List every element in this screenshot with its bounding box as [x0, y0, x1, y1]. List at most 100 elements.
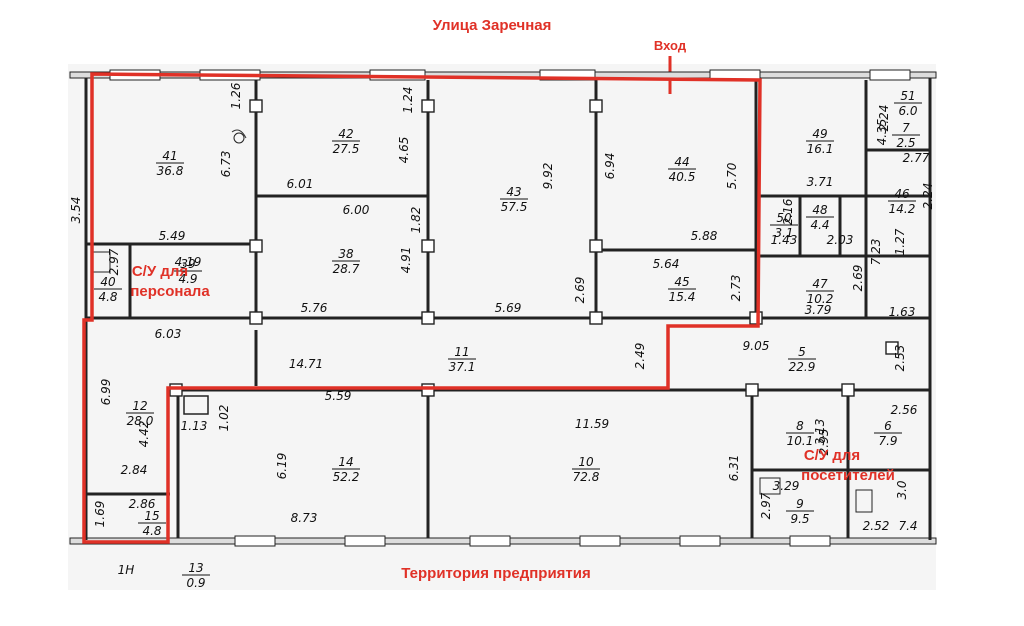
room-number: 41	[162, 149, 177, 163]
dimension-d42: 7.23	[869, 239, 883, 266]
dimension-d32: 11.59	[575, 417, 609, 431]
room-area: 52.2	[333, 470, 360, 484]
dimension-d6: 6.00	[343, 203, 370, 217]
dimension-d47: 3.79	[805, 303, 832, 317]
room-number: 49	[812, 127, 827, 141]
dimension-d38: 3.71	[807, 175, 834, 189]
room-area: 16.1	[807, 142, 834, 156]
room-area: 72.8	[573, 470, 600, 484]
room-number: 8	[796, 419, 804, 433]
dimension-d34: 2.84	[121, 463, 148, 477]
plan-paper	[68, 64, 936, 590]
dimension-d58: 2.95	[817, 429, 831, 456]
room-number: 43	[506, 185, 521, 199]
dimension-d12: 5.88	[691, 229, 718, 243]
dimension-d46: 2.69	[851, 265, 865, 292]
interior-walls	[86, 80, 930, 538]
dimension-d19: 4.19	[175, 255, 202, 269]
dimension-d3: 4.65	[397, 137, 411, 164]
room-area: 6.0	[898, 104, 917, 118]
dimension-d7: 1.82	[409, 207, 423, 234]
room-area: 9.5	[790, 512, 809, 526]
dimension-d8: 4.91	[399, 247, 413, 274]
room-number: 11	[454, 345, 469, 359]
room-number: 45	[674, 275, 689, 289]
room-number: 13	[188, 561, 203, 575]
room-number: 12	[132, 399, 147, 413]
dimension-d10: 6.94	[603, 153, 617, 180]
dimension-d18: 5.49	[159, 229, 186, 243]
dimension-d17: 5.76	[301, 301, 328, 315]
dimension-d26: 4.42	[137, 421, 151, 448]
room-number: 10	[578, 455, 594, 469]
dimension-d15: 2.69	[573, 277, 587, 304]
dimension-d30: 6.19	[275, 453, 289, 480]
dimension-d27: 5.59	[325, 389, 352, 403]
dimension-d2: 6.73	[219, 151, 233, 178]
room-number: 50	[776, 211, 792, 225]
street-label: Улица Заречная	[433, 17, 552, 34]
dimension-d53: 3.29	[773, 479, 800, 493]
room-area: 3.1	[774, 226, 793, 240]
dimension-d21: 3.54	[69, 197, 83, 224]
room-number: 44	[674, 155, 689, 169]
room-number: 42	[338, 127, 353, 141]
dimension-d37: 4.35	[875, 119, 889, 146]
dimension-d48: 1.63	[889, 305, 916, 319]
room-area: 4.8	[142, 524, 161, 538]
dimension-d43: 1.27	[893, 228, 907, 255]
room-area: 40.5	[669, 170, 696, 184]
rental-area-outline	[82, 72, 762, 544]
dimension-d5: 6.01	[287, 177, 314, 191]
room-number: 7	[902, 121, 910, 135]
dimension-d45: 2.77	[903, 151, 930, 165]
room-area: 10.1	[787, 434, 814, 448]
dimension-d52: 3.13	[813, 419, 827, 446]
entrance-label: Вход	[654, 38, 687, 53]
dimension-d20: 2.97	[107, 248, 121, 275]
dimension-d50: 2.53	[893, 345, 907, 372]
territory-label: Территория предприятия	[401, 565, 591, 582]
room-area: 4.8	[98, 290, 117, 304]
room-area: 7.9	[878, 434, 897, 448]
dimension-d23: 14.71	[289, 357, 323, 371]
room-area: 2.5	[896, 136, 915, 150]
room-area: 22.9	[789, 360, 816, 374]
room-number: 6	[884, 419, 892, 433]
dimension-d31: 8.73	[291, 511, 318, 525]
columns	[169, 99, 899, 397]
dimension-d56: 3.0	[895, 480, 909, 499]
room-area: 36.8	[157, 164, 184, 178]
room-area: 28.0	[127, 414, 154, 428]
dimension-d35: 2.86	[129, 497, 156, 511]
dimension-d44: 2.24	[877, 105, 891, 132]
dimension-d11: 5.70	[725, 162, 739, 189]
dimension-d51: 2.56	[891, 403, 918, 417]
room-number: 46	[894, 187, 910, 201]
room-area: 57.5	[501, 200, 528, 214]
dimension-d9: 9.92	[541, 163, 555, 190]
room-area: 15.4	[669, 290, 696, 304]
wc-staff-label-line1: С/У для	[132, 263, 188, 280]
room-area: 0.9	[186, 576, 205, 590]
dimension-d54: 2.97	[759, 492, 773, 519]
dimension-d1: 1.26	[229, 82, 243, 109]
dimension-d60: 1Н	[118, 563, 135, 577]
dimension-d29: 1.13	[181, 419, 208, 433]
room-area: 10.2	[807, 292, 834, 306]
wc-staff-label-line2: персонала	[130, 283, 210, 300]
dimension-d28: 1.02	[217, 405, 231, 432]
room-area: 28.7	[333, 262, 360, 276]
dimension-d40: 1.43	[771, 233, 798, 247]
wc-visitors-label-line1: С/У для	[804, 447, 860, 464]
room-number: 47	[812, 277, 828, 291]
room-number: 38	[338, 247, 354, 261]
room-area: 37.1	[449, 360, 476, 374]
room-number: 51	[900, 89, 915, 103]
dimension-d33: 6.31	[727, 455, 741, 482]
dimension-d16: 5.69	[495, 301, 522, 315]
room-area: 14.2	[889, 202, 916, 216]
dimension-d25: 6.99	[99, 379, 113, 406]
room-number: 5	[798, 345, 806, 359]
